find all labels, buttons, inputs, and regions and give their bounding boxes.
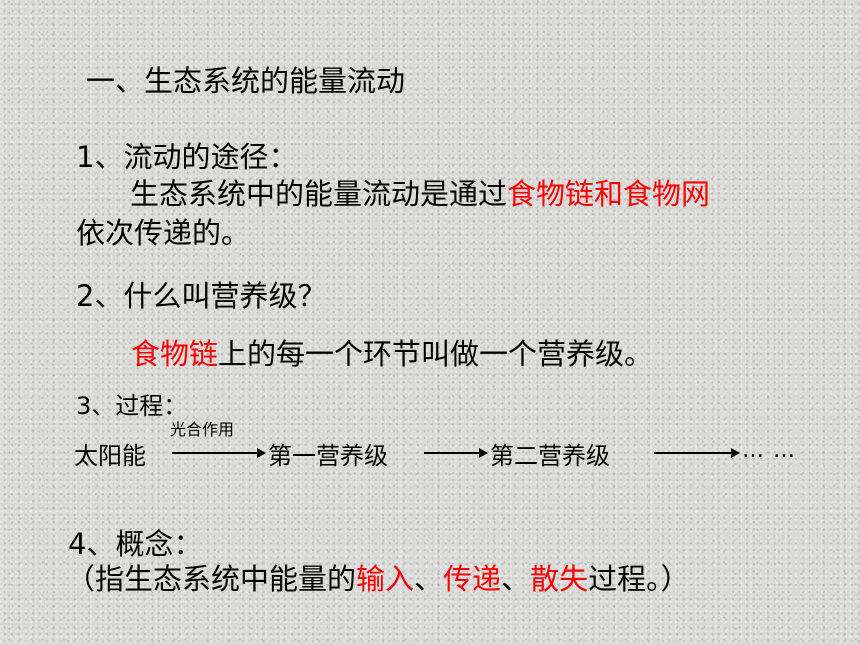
food-chain-highlight: 食物链 — [131, 337, 219, 371]
ellipsis-label: … … — [742, 438, 796, 463]
section1-line1-prefix: 生态系统中的能量流动是通过 — [130, 177, 508, 211]
slide-title: 一、生态系统的能量流动 — [86, 64, 406, 98]
photosynthesis-label: 光合作用 — [170, 420, 235, 439]
definition-sep2: 、 — [501, 562, 531, 596]
section1-heading: 1、流动的途径： — [76, 140, 298, 174]
section2-answer: 食物链上的每一个环节叫做一个营养级。 — [131, 331, 653, 373]
section4-heading: 4、概念： — [68, 527, 203, 561]
section2-answer-rest: 上的每一个环节叫做一个营养级。 — [218, 337, 654, 371]
section1-line2: 依次传递的。 — [76, 216, 251, 250]
definition-open: （指生态系统中能量的 — [66, 562, 357, 596]
section4-definition: （指生态系统中能量的输入、传递、散失过程。） — [66, 556, 690, 598]
input-highlight: 输入 — [356, 562, 415, 596]
definition-close: 过程。） — [588, 562, 690, 596]
level2-label: 第二营养级 — [490, 442, 610, 470]
arrow-right-icon — [172, 448, 266, 458]
section2-heading: 2、什么叫营养级？ — [76, 279, 327, 313]
arrow-right-icon — [424, 448, 488, 458]
level1-label: 第一营养级 — [268, 442, 388, 470]
sun-energy-label: 太阳能 — [74, 442, 146, 470]
section3-heading: 3、过程： — [76, 392, 188, 420]
transfer-highlight: 传递 — [443, 562, 502, 596]
section1-line1: 生态系统中的能量流动是通过食物链和食物网 — [130, 171, 710, 213]
definition-sep1: 、 — [414, 562, 444, 596]
arrow-right-icon — [654, 448, 740, 458]
food-chain-web-highlight: 食物链和食物网 — [507, 177, 711, 211]
loss-highlight: 散失 — [530, 562, 589, 596]
